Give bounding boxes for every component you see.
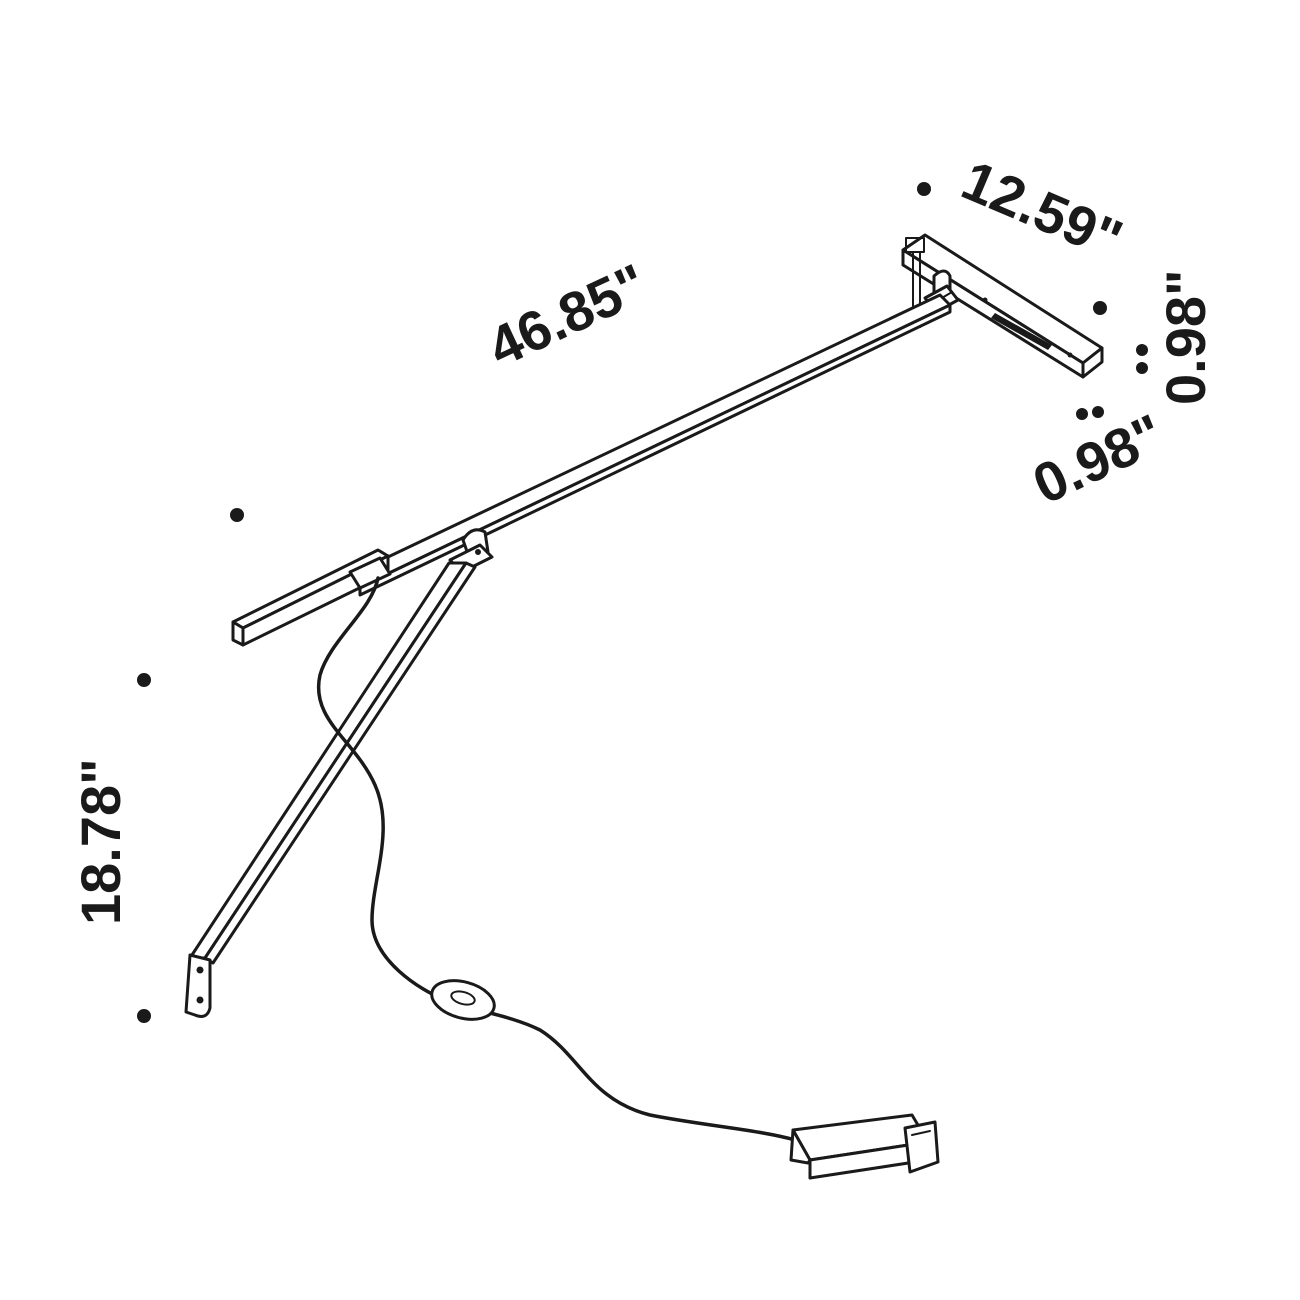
dim-label-length-main: 46.85" bbox=[478, 251, 656, 379]
dot-left-bottom bbox=[137, 1009, 151, 1023]
dot-arm-end bbox=[230, 508, 244, 522]
dot-top-right bbox=[1093, 301, 1107, 315]
plug-box bbox=[789, 1113, 940, 1180]
dim-label-height-left: 18.78" bbox=[69, 758, 132, 925]
dot-depth-a bbox=[1076, 408, 1088, 420]
inline-switch bbox=[430, 979, 496, 1021]
dim-label-depth-right: 0.98" bbox=[1023, 401, 1172, 515]
main-arm bbox=[348, 293, 952, 597]
arm-end-block bbox=[231, 548, 392, 647]
dimension-dots bbox=[137, 182, 1148, 1023]
dot-top-left bbox=[917, 182, 931, 196]
dot-depth-b bbox=[1092, 406, 1104, 418]
dim-label-height-right: 0.98" bbox=[1154, 269, 1217, 405]
dot-right-b bbox=[1136, 362, 1148, 374]
power-cable bbox=[316, 576, 797, 1142]
lower-arm bbox=[184, 561, 477, 1018]
dot-left-top bbox=[137, 673, 151, 687]
dot-right-a bbox=[1136, 344, 1148, 356]
dim-label-width-top: 12.59" bbox=[953, 148, 1131, 271]
